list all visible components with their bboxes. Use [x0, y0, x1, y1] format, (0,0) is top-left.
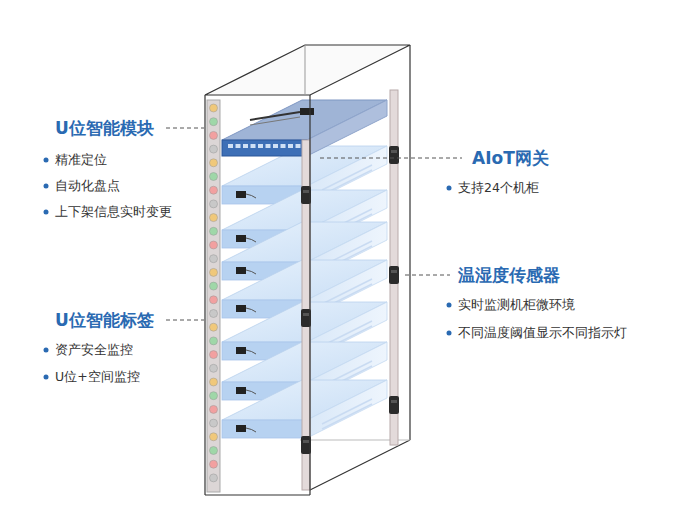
bullet-dot	[447, 331, 452, 336]
u-indicator	[210, 392, 218, 400]
u-indicator	[210, 131, 218, 139]
u-indicator	[210, 447, 218, 455]
u-indicator	[210, 296, 218, 304]
switch-port	[236, 144, 241, 148]
switch-port	[288, 144, 293, 148]
u-indicator	[210, 474, 218, 482]
switch-port	[266, 144, 271, 148]
switch-port	[258, 144, 263, 148]
feature-heading: U位智能模块	[55, 118, 154, 138]
u-indicator	[210, 145, 218, 153]
feature-heading: 温湿度传感器	[458, 265, 560, 285]
feature-heading: U位智能标签	[55, 310, 154, 330]
u-indicator	[210, 310, 218, 318]
switch-port	[273, 144, 278, 148]
bullet-dot	[44, 375, 49, 380]
feature-heading: AIoT网关	[472, 148, 549, 168]
u-indicator	[210, 227, 218, 235]
switch-port	[296, 144, 301, 148]
feature-item: 支持24个机柜	[458, 180, 539, 196]
u-indicator	[210, 255, 218, 263]
switch-port	[281, 144, 286, 148]
u-indicator	[210, 186, 218, 194]
switch-port	[251, 144, 256, 148]
bullet-dot	[44, 348, 49, 353]
u-indicator	[210, 159, 218, 167]
u-indicator	[210, 323, 218, 331]
feature-item: 自动化盘点	[55, 178, 120, 194]
bullet-dot	[447, 186, 452, 191]
bullet-dot	[44, 158, 49, 163]
u-indicator	[210, 378, 218, 386]
feature-item: 资产安全监控	[55, 342, 133, 358]
bullet-dot	[447, 303, 452, 308]
u-indicator	[210, 351, 218, 359]
u-indicator	[210, 337, 218, 345]
bullet-dot	[44, 210, 49, 215]
u-indicator	[210, 433, 218, 441]
u-indicator	[210, 118, 218, 126]
feature-item: 精准定位	[55, 152, 107, 168]
u-indicator	[210, 200, 218, 208]
u-indicator	[210, 241, 218, 249]
u-indicator	[210, 214, 218, 222]
u-indicator	[210, 419, 218, 427]
feature-item: 实时监测机柜微环境	[458, 297, 575, 313]
u-indicator	[210, 364, 218, 372]
switch-port	[243, 144, 248, 148]
u-indicator	[210, 460, 218, 468]
u-indicator	[210, 282, 218, 290]
feature-item: 不同温度阈值显示不同指示灯	[458, 325, 627, 341]
feature-item: 上下架信息实时变更	[55, 204, 172, 220]
u-indicator	[210, 405, 218, 413]
bullet-dot	[44, 184, 49, 189]
u-indicator	[210, 104, 218, 112]
u-indicator	[210, 173, 218, 181]
feature-item: U位+空间监控	[55, 369, 140, 385]
u-indicator	[210, 268, 218, 276]
switch-port	[228, 144, 233, 148]
